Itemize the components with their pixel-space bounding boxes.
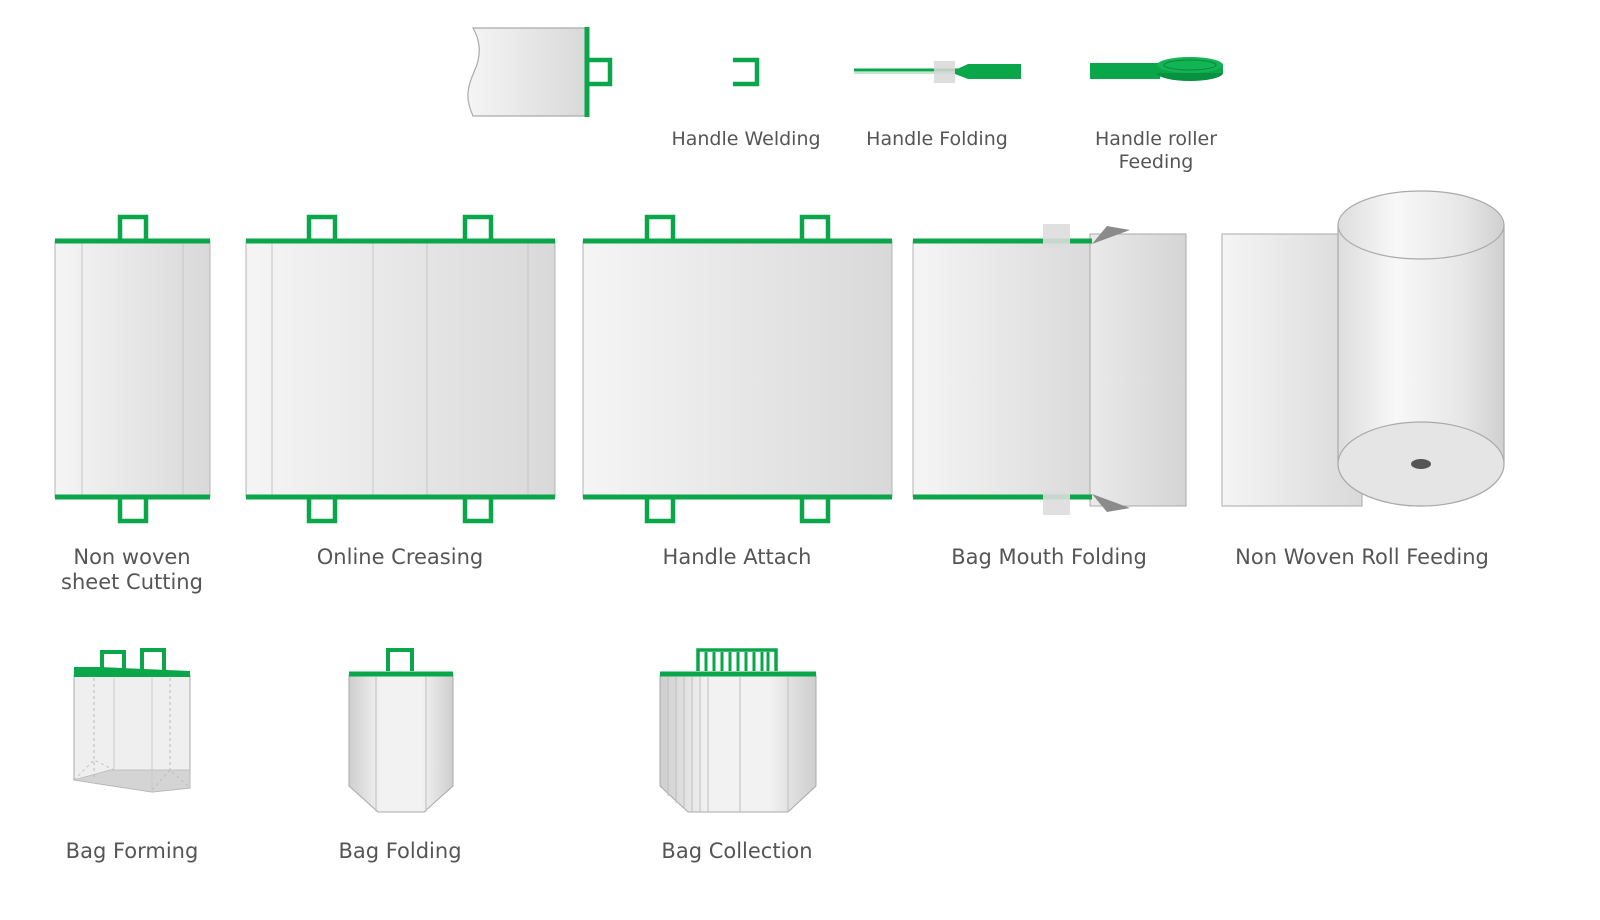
- label-online-creasing: Online Creasing: [270, 545, 530, 570]
- handle-folding-icon: [854, 61, 1021, 83]
- label-sheet-cutting-line1: Non woven: [73, 545, 191, 569]
- label-sheet-cutting: Non woven sheet Cutting: [12, 545, 252, 595]
- roll-feeding-illustration: [1221, 190, 1505, 507]
- label-handle-welding: Handle Welding: [646, 128, 846, 151]
- label-bag-folding-text: Bag Folding: [338, 839, 462, 863]
- label-roll-feeding: Non Woven Roll Feeding: [1212, 545, 1512, 570]
- handle-attach-illustration: [582, 217, 893, 521]
- label-handle-attach-text: Handle Attach: [662, 545, 812, 569]
- handle-welding-icon: [733, 57, 760, 87]
- welded-sheet-illustration: [467, 27, 613, 117]
- label-bag-mouth-folding: Bag Mouth Folding: [919, 545, 1179, 570]
- label-handle-folding: Handle Folding: [837, 128, 1037, 151]
- label-bag-forming: Bag Forming: [12, 839, 252, 864]
- bag-collection-illustration: [659, 648, 817, 813]
- bag-mouth-folding-illustration: [912, 224, 1187, 515]
- label-bag-folding: Bag Folding: [280, 839, 520, 864]
- label-handle-welding-text: Handle Welding: [671, 128, 821, 150]
- label-handle-roller-line1: Handle roller: [1094, 128, 1218, 150]
- label-online-creasing-text: Online Creasing: [316, 545, 484, 569]
- label-roll-feeding-text: Non Woven Roll Feeding: [1235, 545, 1489, 569]
- sheet-cutting-illustration: [54, 217, 211, 521]
- label-bag-collection-text: Bag Collection: [661, 839, 813, 863]
- label-sheet-cutting-line2: sheet Cutting: [61, 570, 203, 595]
- label-handle-roller-line2: Feeding: [1118, 150, 1194, 173]
- handle-roller-icon: [1090, 57, 1223, 81]
- label-handle-attach: Handle Attach: [607, 545, 867, 570]
- bag-folding-illustration: [348, 648, 454, 813]
- label-handle-roller-feeding: Handle roller Feeding: [1056, 128, 1256, 174]
- label-bag-forming-text: Bag Forming: [65, 839, 199, 863]
- label-handle-folding-text: Handle Folding: [866, 128, 1008, 150]
- label-bag-mouth-folding-text: Bag Mouth Folding: [951, 545, 1147, 569]
- bag-forming-illustration: [73, 648, 191, 793]
- label-bag-collection: Bag Collection: [617, 839, 857, 864]
- online-creasing-illustration: [245, 217, 556, 521]
